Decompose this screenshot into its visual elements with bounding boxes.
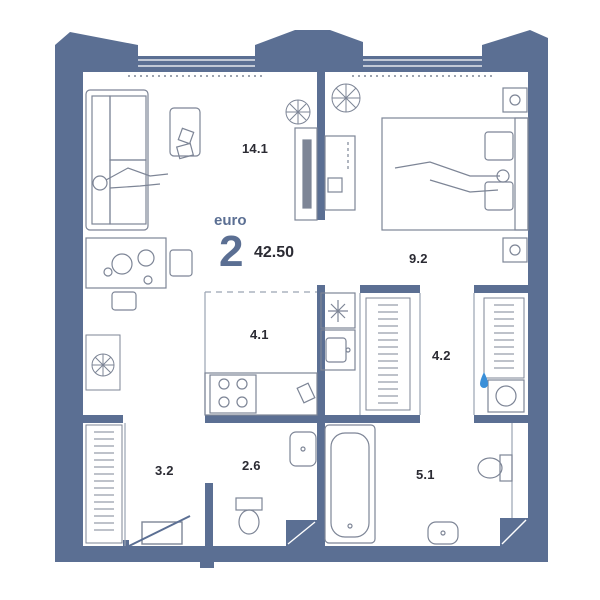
toilet-icon: [235, 497, 263, 535]
area-kitchen: 4.1: [250, 327, 269, 342]
total-area: 42.50: [254, 244, 295, 261]
shaft-icon: [287, 519, 527, 545]
area-living: 14.1: [242, 141, 269, 156]
hall-plant-icon: [85, 334, 121, 391]
hall-wardrobe-icon: [85, 424, 123, 544]
area-storage: 4.2: [432, 348, 451, 363]
desk-icon: [324, 135, 356, 211]
windows: [138, 59, 482, 67]
type-label: euro: [214, 212, 247, 229]
kitchen-counter-icon: [204, 372, 318, 416]
area-wc: 2.6: [242, 458, 261, 473]
area-hall: 3.2: [155, 463, 174, 478]
dining-table-icon: [85, 237, 193, 311]
bathtub-icon: [324, 424, 376, 544]
wc-sink-icon: [289, 431, 317, 467]
area-bedroom: 9.2: [409, 251, 428, 266]
sink-icon: [320, 329, 356, 371]
entrance-door-icon: [128, 515, 191, 547]
water-drop-icon: [480, 372, 488, 388]
area-bath: 5.1: [416, 467, 435, 482]
bath-toilet-icon: [477, 454, 513, 482]
nightstand-icon: [502, 87, 528, 263]
wardrobe-2-icon: [483, 297, 525, 379]
washer-icon: [487, 379, 525, 413]
bath-sink-icon: [427, 521, 459, 545]
bed-icon: [381, 117, 529, 231]
fridge-icon: [320, 292, 356, 329]
sofa-icon: [85, 89, 169, 231]
rooms-count: 2: [219, 227, 244, 276]
coffee-table-icon: [169, 107, 201, 160]
tv-unit-icon: [294, 127, 318, 221]
plant-icon: [285, 99, 311, 125]
wardrobe-icon: [365, 297, 411, 411]
bedroom-plant-icon: [331, 83, 361, 113]
